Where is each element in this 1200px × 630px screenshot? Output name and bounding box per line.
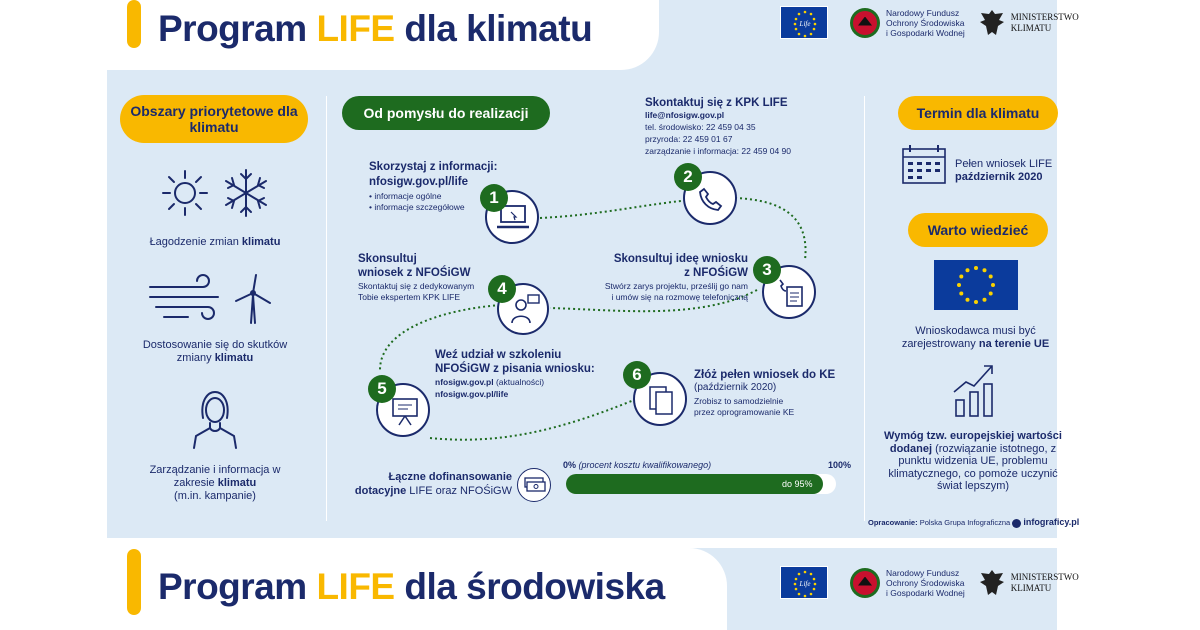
step5-link2[interactable]: nfosigw.gov.pl/life: [435, 389, 509, 399]
priority-adaptation: Dostosowanie się do skutków zmiany klima…: [142, 339, 288, 364]
footer-accent: [127, 549, 141, 615]
page-title: Program LIFE dla klimatu: [158, 8, 593, 49]
money-circle: [517, 468, 551, 502]
priority-areas-pill: Obszary priorytetowe dla klimatu: [120, 95, 308, 143]
funding-progress-fill: do 95%: [566, 474, 823, 494]
added-value-text: Wymóg tzw. europejskiej wartości dodanej…: [884, 430, 1062, 492]
step3-circle: [762, 265, 816, 319]
worth-knowing-pill: Warto wiedzieć: [908, 213, 1048, 247]
step1-line1: • informacje ogólne: [369, 191, 442, 201]
step6-date: (październik 2020): [694, 382, 777, 393]
step1-number: 1: [480, 184, 508, 212]
credit-line: Opracowanie: Polska Grupa Infograficzna …: [868, 517, 1080, 528]
step3-number: 3: [753, 256, 781, 284]
step2-phone1: tel. środowisko: 22 459 04 35: [645, 122, 756, 132]
step2-phone3: zarządzanie i informacja: 22 459 04 90: [645, 146, 792, 156]
calendar-icon: [902, 145, 946, 184]
step1-link[interactable]: nfosigw.gov.pl/life: [369, 176, 469, 188]
divider-right: [864, 96, 865, 521]
deadline-pill: Termin dla klimatu: [898, 96, 1058, 130]
step2-number: 2: [674, 163, 702, 191]
step2-phone2: przyroda: 22 459 01 67: [645, 134, 733, 144]
nfos-logo-icon-bottom: [850, 567, 880, 598]
priority-mitigation: Łagodzenie zmian klimatu: [149, 236, 281, 248]
step4-circle: [497, 283, 549, 335]
step5-link1[interactable]: nfosigw.gov.pl (aktualności): [435, 377, 545, 387]
svg-text:Life: Life: [799, 20, 811, 28]
woman-icon: [193, 390, 237, 449]
infographic-panel: [107, 71, 1057, 538]
step5-number: 5: [368, 375, 396, 403]
svg-text:Life: Life: [799, 580, 811, 588]
footer-title: Program LIFE dla środowiska: [158, 566, 665, 607]
consultant-icon: [511, 294, 540, 324]
eagle-icon-bottom: [979, 568, 1005, 598]
eagle-icon: [979, 8, 1005, 38]
step1-title: Skorzystaj z informacji:: [369, 161, 498, 173]
step6-number: 6: [623, 361, 651, 389]
step2-email[interactable]: life@nfosigw.gov.pl: [645, 110, 725, 120]
funding-progress-bar: do 95%: [566, 474, 836, 494]
eu-life-logo: Life: [780, 6, 828, 39]
eu-life-logo-bottom: Life: [780, 566, 828, 599]
banknotes-icon: [524, 477, 546, 492]
step4-number: 4: [488, 275, 516, 303]
snowflake-icon: [225, 169, 267, 217]
nfos-logo-icon: [850, 7, 880, 38]
phone-icon: [699, 187, 723, 211]
growth-chart-icon: [953, 365, 993, 417]
wind-turbine-icon: [149, 274, 271, 324]
divider-left: [326, 96, 327, 521]
document-phone-icon: [779, 279, 803, 307]
idea-to-realization-pill: Od pomysłu do realizacji: [342, 96, 550, 130]
laptop-icon: [497, 205, 529, 229]
step1-line2: • informacje szczegółowe: [369, 202, 465, 212]
header-card: [107, 0, 659, 70]
infograficy-logo-icon: [1012, 518, 1022, 528]
presentation-board-icon: [392, 398, 418, 426]
progress-end: 100%: [828, 460, 852, 470]
step6-title: Złóż pełen wniosek do KE: [694, 369, 836, 381]
sun-icon: [162, 170, 208, 216]
progress-start: 0% (procent kosztu kwalifikowanego): [563, 460, 712, 470]
priority-governance: Zarządzanie i informacja w zakresie klim…: [149, 464, 281, 502]
step2-title: Skontaktuj się z KPK LIFE: [645, 97, 788, 109]
footer-card: [107, 548, 727, 630]
documents-icon: [649, 386, 673, 415]
header-accent: [127, 0, 141, 48]
eu-flag-icon: [934, 260, 1018, 310]
